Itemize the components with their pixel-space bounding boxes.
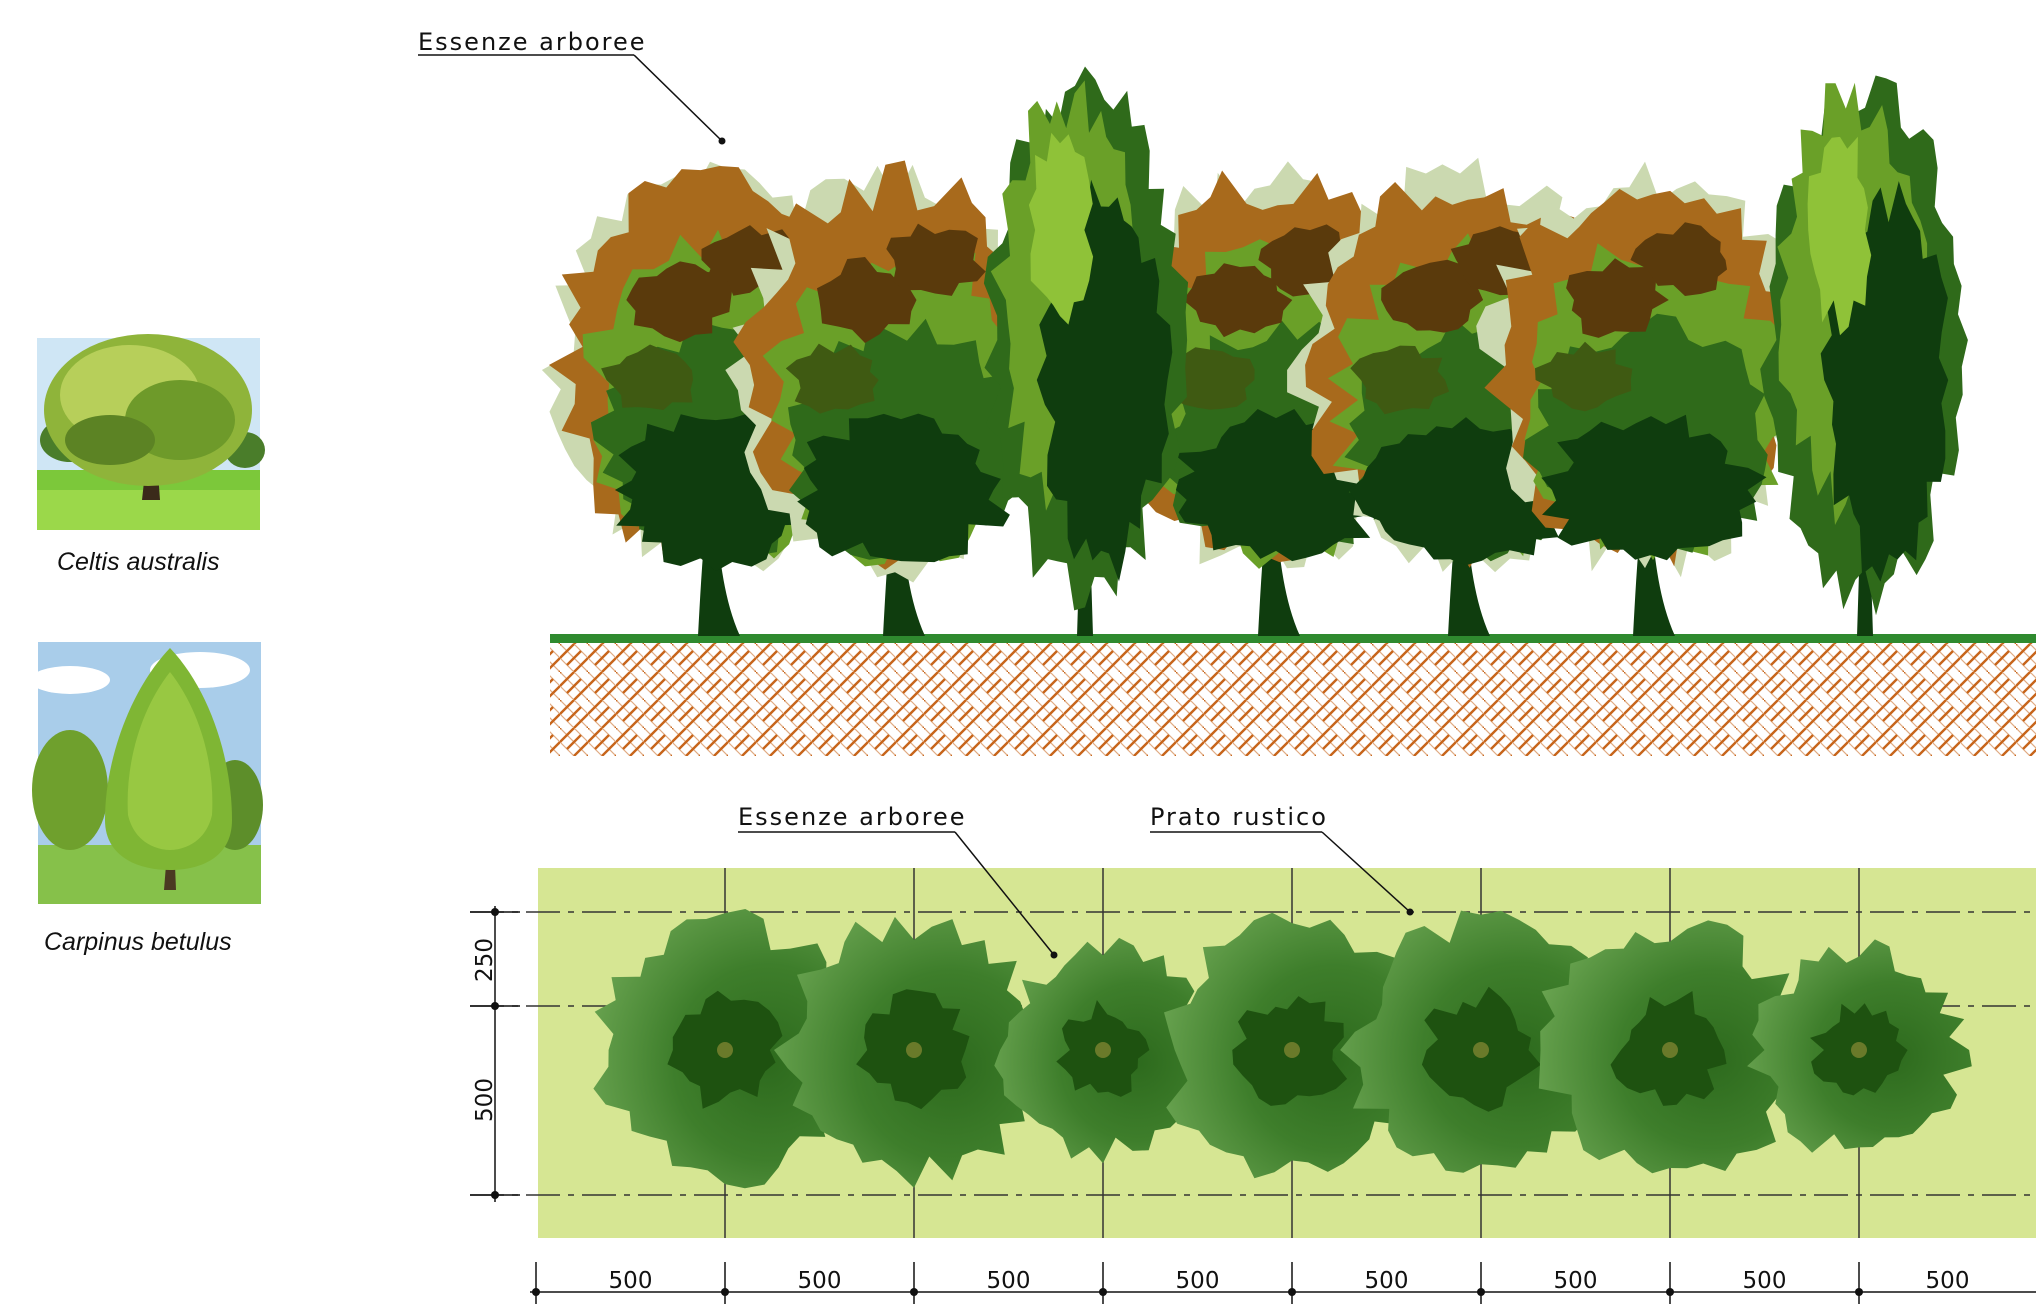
- plan-callout-trees: Essenze arboree: [738, 803, 1058, 959]
- plan-canopy-4: [1164, 912, 1426, 1179]
- plan-canopy-5: [1340, 910, 1616, 1173]
- plan-callout-lawn-label: Prato rustico: [1150, 803, 1328, 831]
- horizontal-dim-label-1: 500: [609, 1268, 653, 1294]
- plan-canopy-6: [1538, 920, 1805, 1174]
- horizontal-dim-label-4: 500: [1176, 1268, 1220, 1294]
- soil-hatch-band: [550, 642, 2036, 756]
- horizontal-dim-label-2: 500: [798, 1268, 842, 1294]
- vertical-dimension: 250 500: [470, 906, 520, 1202]
- ground-line: [550, 634, 2036, 643]
- vertical-dim-label-2: 500: [472, 1078, 498, 1122]
- elevation-callout-label: Essenze arboree: [418, 28, 647, 56]
- plan-canopy-3: [994, 937, 1216, 1164]
- carpinus-tree-1: [983, 66, 1189, 636]
- caption-carpinus: Carpinus betulus: [44, 928, 232, 956]
- photo-celtis-australis: [37, 334, 265, 530]
- elevation-callout-trees: Essenze arboree: [418, 28, 726, 145]
- carpinus-elevation-trees: [983, 66, 1968, 636]
- celtis-elevation-trees: [541, 157, 1812, 636]
- plan-view: 250 500 500 500 500 500 500 500 500 500 Essenze…: [470, 803, 2036, 1304]
- horizontal-dimension: 500 500 500 500 500 500 500 500: [530, 1262, 2036, 1304]
- celtis-tree-5: [1476, 161, 1812, 636]
- caption-celtis: Celtis australis: [57, 548, 220, 576]
- photo-carpinus-betulus: [30, 642, 263, 904]
- horizontal-dim-label-3: 500: [987, 1268, 1031, 1294]
- plan-callout-lawn: Prato rustico: [1150, 803, 1414, 916]
- horizontal-dim-label-8: 500: [1926, 1268, 1970, 1294]
- horizontal-dim-label-7: 500: [1743, 1268, 1787, 1294]
- plan-canopy-2: [774, 916, 1047, 1188]
- horizontal-dim-label-5: 500: [1365, 1268, 1409, 1294]
- plan-canopies: [593, 909, 1972, 1189]
- carpinus-tree-2: [1760, 75, 1968, 636]
- horizontal-dim-label-6: 500: [1554, 1268, 1598, 1294]
- plan-canopy-7: [1747, 939, 1972, 1153]
- plan-callout-trees-label: Essenze arboree: [738, 803, 967, 831]
- elevation-view: Essenze arboree: [418, 28, 2036, 756]
- plan-canopy-1: [593, 909, 863, 1189]
- celtis-tree-2: [725, 160, 1062, 636]
- vertical-dim-label-1: 250: [472, 938, 498, 982]
